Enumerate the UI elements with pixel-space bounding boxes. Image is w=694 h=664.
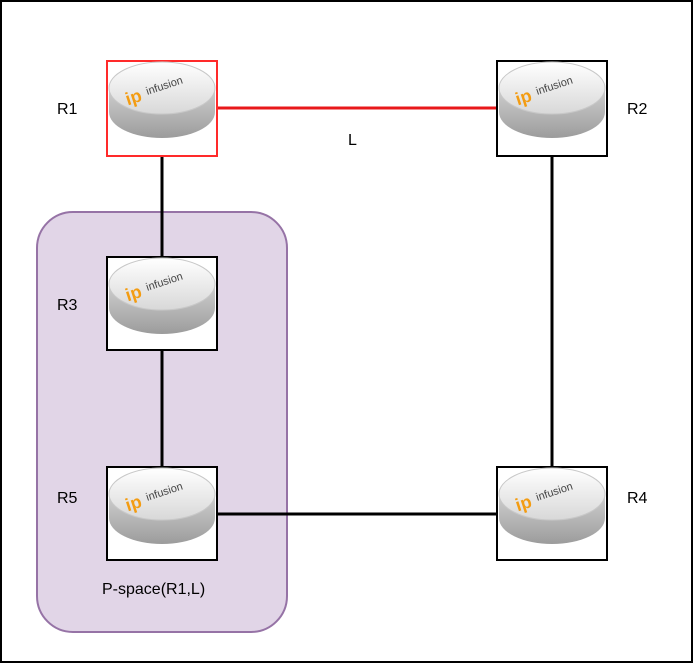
svg-text:ip: ip bbox=[513, 491, 534, 515]
router-label-r1: R1 bbox=[57, 101, 78, 118]
svg-text:ip: ip bbox=[123, 281, 144, 305]
ipinfusion-router-icon: ip infusion bbox=[498, 467, 606, 545]
router-r2[interactable]: ip infusion bbox=[496, 60, 608, 157]
router-label-r4: R4 bbox=[627, 490, 648, 507]
router-label-r2: R2 bbox=[627, 101, 648, 118]
router-r5[interactable]: ip infusion bbox=[106, 466, 218, 561]
svg-text:ip: ip bbox=[123, 85, 144, 109]
router-r1[interactable]: ip infusion bbox=[106, 60, 218, 157]
svg-text:ip: ip bbox=[513, 85, 534, 109]
router-r3[interactable]: ip infusion bbox=[106, 256, 218, 351]
ipinfusion-router-icon: ip infusion bbox=[498, 61, 606, 139]
router-label-r3: R3 bbox=[57, 297, 78, 314]
ipinfusion-router-icon: ip infusion bbox=[108, 467, 216, 545]
ipinfusion-router-icon: ip infusion bbox=[108, 257, 216, 335]
router-r4[interactable]: ip infusion bbox=[496, 466, 608, 561]
link-label: L bbox=[348, 132, 357, 149]
ipinfusion-router-icon: ip infusion bbox=[108, 61, 216, 139]
svg-text:ip: ip bbox=[123, 491, 144, 515]
router-label-r5: R5 bbox=[57, 490, 78, 507]
pspace-label: P-space(R1,L) bbox=[102, 581, 205, 598]
